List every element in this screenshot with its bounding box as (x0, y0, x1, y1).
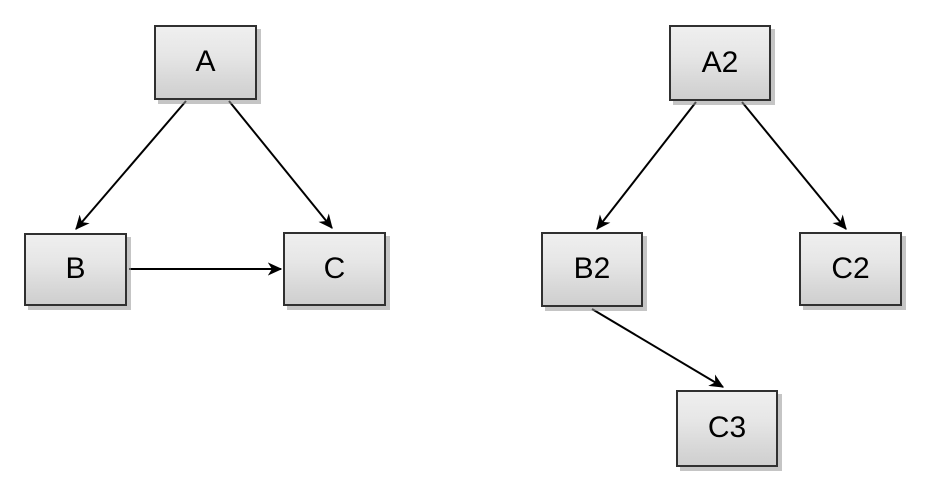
node-c[interactable]: C (283, 232, 386, 306)
edge-a-to-b[interactable] (75, 100, 187, 230)
node-c3[interactable]: C3 (676, 390, 778, 467)
node-c2[interactable]: C2 (799, 232, 902, 306)
node-a2[interactable]: A2 (669, 25, 771, 101)
edge-a2-to-b2[interactable] (596, 101, 697, 230)
node-label: B2 (573, 252, 611, 285)
node-label: B (65, 252, 86, 285)
node-label: A2 (701, 45, 739, 79)
edge-b2-to-c3[interactable] (591, 308, 724, 388)
node-a[interactable]: A (154, 25, 257, 100)
node-label: C (323, 251, 346, 285)
node-b2[interactable]: B2 (541, 232, 643, 307)
node-label: C3 (707, 411, 747, 444)
edges-group (75, 100, 847, 388)
edge-a2-to-c2[interactable] (741, 101, 847, 230)
edge-a-to-c[interactable] (228, 100, 333, 229)
node-b[interactable]: B (24, 233, 127, 306)
node-label: C2 (831, 251, 870, 285)
node-label: A (195, 45, 216, 78)
